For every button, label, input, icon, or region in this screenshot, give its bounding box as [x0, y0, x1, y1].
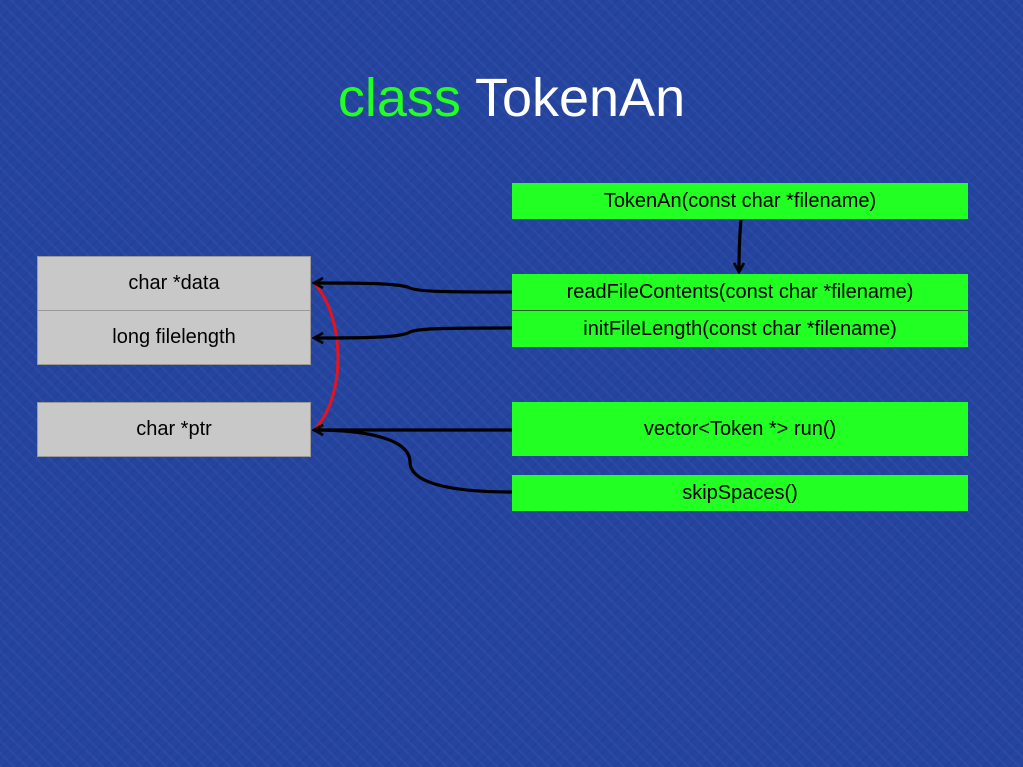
- field-label: char *data: [128, 272, 220, 294]
- method-label: vector<Token *> run(): [643, 417, 837, 440]
- arrow-init-to-filelength: [315, 326, 513, 338]
- field-long-filelength: long filelength: [37, 310, 311, 365]
- method-label: skipSpaces(): [682, 481, 798, 504]
- method-run: vector<Token *> run(): [512, 402, 968, 456]
- method-init-file-length: initFileLength(const char *filename): [512, 311, 968, 347]
- field-label: long filelength: [112, 326, 236, 348]
- title-keyword: class: [337, 68, 461, 128]
- arrow-read-to-data: [315, 283, 513, 294]
- method-skip-spaces: skipSpaces(): [512, 475, 968, 511]
- method-label: initFileLength(const char *filename): [583, 317, 897, 340]
- field-group-bracket: [312, 281, 340, 432]
- method-label: readFileContents(const char *filename): [566, 280, 914, 303]
- field-char-ptr: char *ptr: [37, 402, 311, 457]
- field-label: char *ptr: [136, 418, 212, 440]
- title-class-name: TokenAn: [474, 68, 686, 128]
- method-read-file-contents: readFileContents(const char *filename): [512, 274, 968, 311]
- arrow-constructor-to-read: [739, 219, 741, 271]
- method-label: TokenAn(const char *filename): [603, 189, 877, 212]
- slide-title: class TokenAn: [0, 62, 1023, 134]
- method-constructor: TokenAn(const char *filename): [512, 183, 968, 219]
- arrow-skipspaces-to-ptr: [315, 430, 513, 494]
